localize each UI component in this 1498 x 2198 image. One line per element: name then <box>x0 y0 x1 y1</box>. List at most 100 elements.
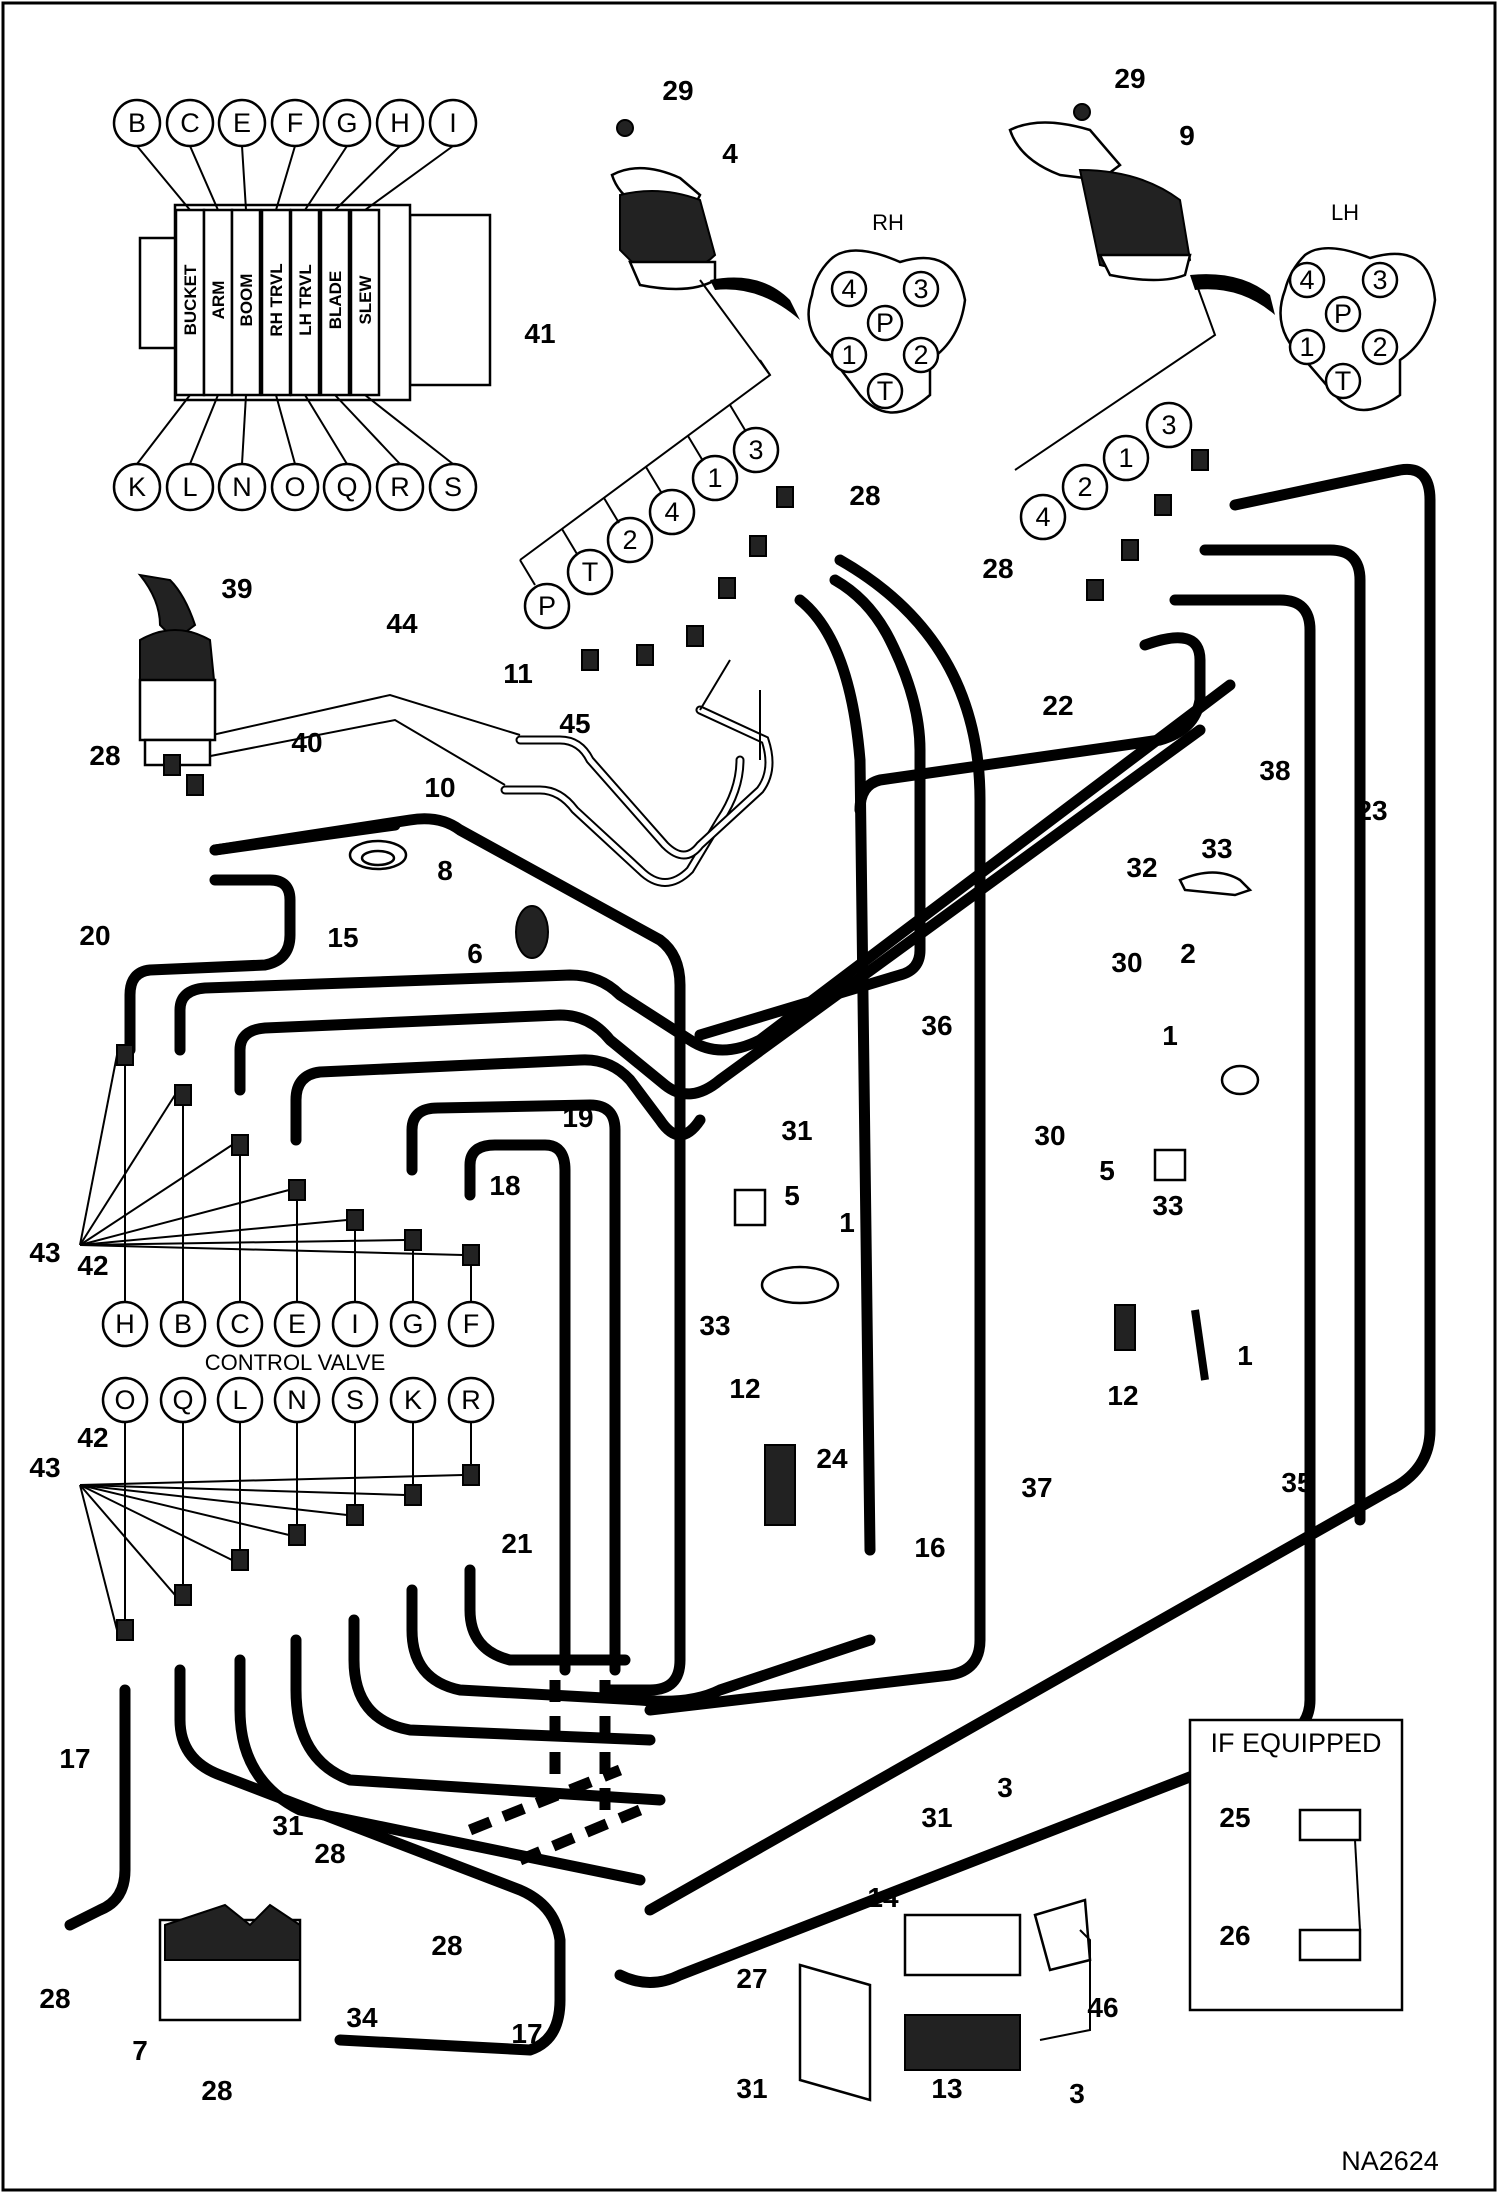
rh-pattern-port-3: 3 <box>902 270 940 308</box>
callout-27: 27 <box>736 1963 767 1994</box>
callout-31a: 31 <box>781 1115 812 1146</box>
clamp-1a <box>760 1265 840 1305</box>
hose-l3 <box>290 1634 666 1806</box>
rh-hose-port-2-text: 2 <box>622 525 637 555</box>
lh-hose-port-3: 3 <box>1145 401 1193 449</box>
hose-18 <box>464 1139 571 1676</box>
lh-label: LH <box>1331 200 1359 225</box>
valve-bottom-port-K: K <box>112 462 162 512</box>
fitting-upper <box>346 1209 364 1231</box>
callouts: 2942992828413944114028104581562022382332… <box>29 63 1387 2109</box>
leader-lines <box>79 145 1217 1631</box>
callout-1b: 1 <box>839 1207 855 1238</box>
callout-46: 46 <box>1087 1992 1118 2023</box>
hose-20 <box>124 874 296 1056</box>
hose-21 <box>464 1564 631 1666</box>
rh-hose-port-P-text: P <box>538 591 556 621</box>
clip-24 <box>764 1444 796 1526</box>
callout-24: 24 <box>816 1443 848 1474</box>
callout-34: 34 <box>346 2002 378 2033</box>
valve-section-label: ARM <box>209 281 228 320</box>
lh-pattern-port-P: P <box>1324 295 1362 333</box>
valve-top-port-G: G <box>322 98 372 148</box>
callout-23: 23 <box>1356 795 1387 826</box>
rh-pattern-port-3-text: 3 <box>913 274 928 304</box>
callout-44: 44 <box>386 608 418 639</box>
hose-16 <box>794 594 876 1556</box>
valve-bottom-port-R: R <box>375 462 425 512</box>
valve-bottom-port-L: L <box>165 462 215 512</box>
valve-bottom-port-N-text: N <box>232 472 252 502</box>
callout-29b: 29 <box>1114 63 1145 94</box>
joystick-fitting <box>718 577 736 599</box>
callout-11: 11 <box>503 658 533 689</box>
rh-hose-port-4: 4 <box>648 488 696 536</box>
bracket-46 <box>1033 1898 1092 1972</box>
bracket-26 <box>1298 1928 1362 1962</box>
lh-pattern-port-4: 4 <box>1288 261 1326 299</box>
fitting-lower <box>462 1464 480 1486</box>
valve-bottom-port-Q-text: Q <box>336 472 357 502</box>
valve-section-label: BLADE <box>326 271 345 330</box>
hose-dash-4 <box>517 1804 643 1866</box>
callout-28g: 28 <box>201 2075 232 2106</box>
valve-top-port-B: B <box>112 98 162 148</box>
cv-lower-port-R: R <box>447 1376 495 1424</box>
joystick-fitting <box>1121 539 1139 561</box>
fitting-upper <box>404 1229 422 1251</box>
cv-lower-port-K-text: K <box>404 1385 422 1415</box>
callout-15: 15 <box>327 922 358 953</box>
fitting-lower <box>288 1524 306 1546</box>
callout-12b: 12 <box>1107 1380 1138 1411</box>
rh-hose-port-T-text: T <box>582 557 599 587</box>
clamp-32 <box>1178 871 1253 897</box>
rh-hose-port-2: 2 <box>606 516 654 564</box>
callout-6: 6 <box>467 938 483 969</box>
callout-20: 20 <box>79 920 110 951</box>
callout-19: 19 <box>562 1102 593 1133</box>
rh-pattern-port-2: 2 <box>902 336 940 374</box>
callout-18: 18 <box>489 1170 520 1201</box>
hose-19 <box>406 1099 621 1676</box>
fitting-lower <box>231 1549 249 1571</box>
hose-15 <box>209 813 686 1696</box>
valve-bottom-port-S-text: S <box>444 472 462 502</box>
fitting-upper <box>231 1134 249 1156</box>
callout-25: 25 <box>1219 1802 1250 1833</box>
callout-12a: 12 <box>729 1373 760 1404</box>
cv-lower-port-K: K <box>389 1376 437 1424</box>
lh-pattern-port-2-text: 2 <box>1372 332 1387 362</box>
if-equipped-box <box>1188 1718 1404 2012</box>
valve-bottom-port-O: O <box>270 462 320 512</box>
callout-36: 36 <box>921 1010 952 1041</box>
callout-28b: 28 <box>982 553 1013 584</box>
rh-pattern-port-P: P <box>866 304 904 342</box>
callout-8: 8 <box>437 855 453 886</box>
valve-section: BUCKET <box>174 208 206 397</box>
valve-top-port-E-text: E <box>233 108 251 138</box>
valve-top-port-E: E <box>217 98 267 148</box>
lh-joystick <box>1008 103 1275 315</box>
callout-28a: 28 <box>849 480 880 511</box>
callout-37: 37 <box>1021 1472 1052 1503</box>
fitting-lower <box>404 1484 422 1506</box>
valve-section-label: BUCKET <box>181 264 200 335</box>
rh-pattern-port-2-text: 2 <box>913 340 928 370</box>
lh-hose-port-2: 2 <box>1061 463 1109 511</box>
joystick-fitting <box>636 644 654 666</box>
rh-pattern-port-1: 1 <box>830 336 868 374</box>
joystick-fitting <box>581 649 599 671</box>
clamp-5b <box>1153 1148 1187 1182</box>
bracket-25 <box>1298 1808 1362 1842</box>
rh-hose-port-T: T <box>566 548 614 596</box>
fitting-lower <box>346 1504 364 1526</box>
callout-28e: 28 <box>431 1930 462 1961</box>
rh-pattern-port-1-text: 1 <box>841 340 856 370</box>
callout-22: 22 <box>1042 690 1073 721</box>
callout-40: 40 <box>291 727 322 758</box>
hose-39a <box>209 819 401 856</box>
hose-c <box>290 1054 706 1146</box>
cv-upper-port-E: E <box>273 1300 321 1348</box>
